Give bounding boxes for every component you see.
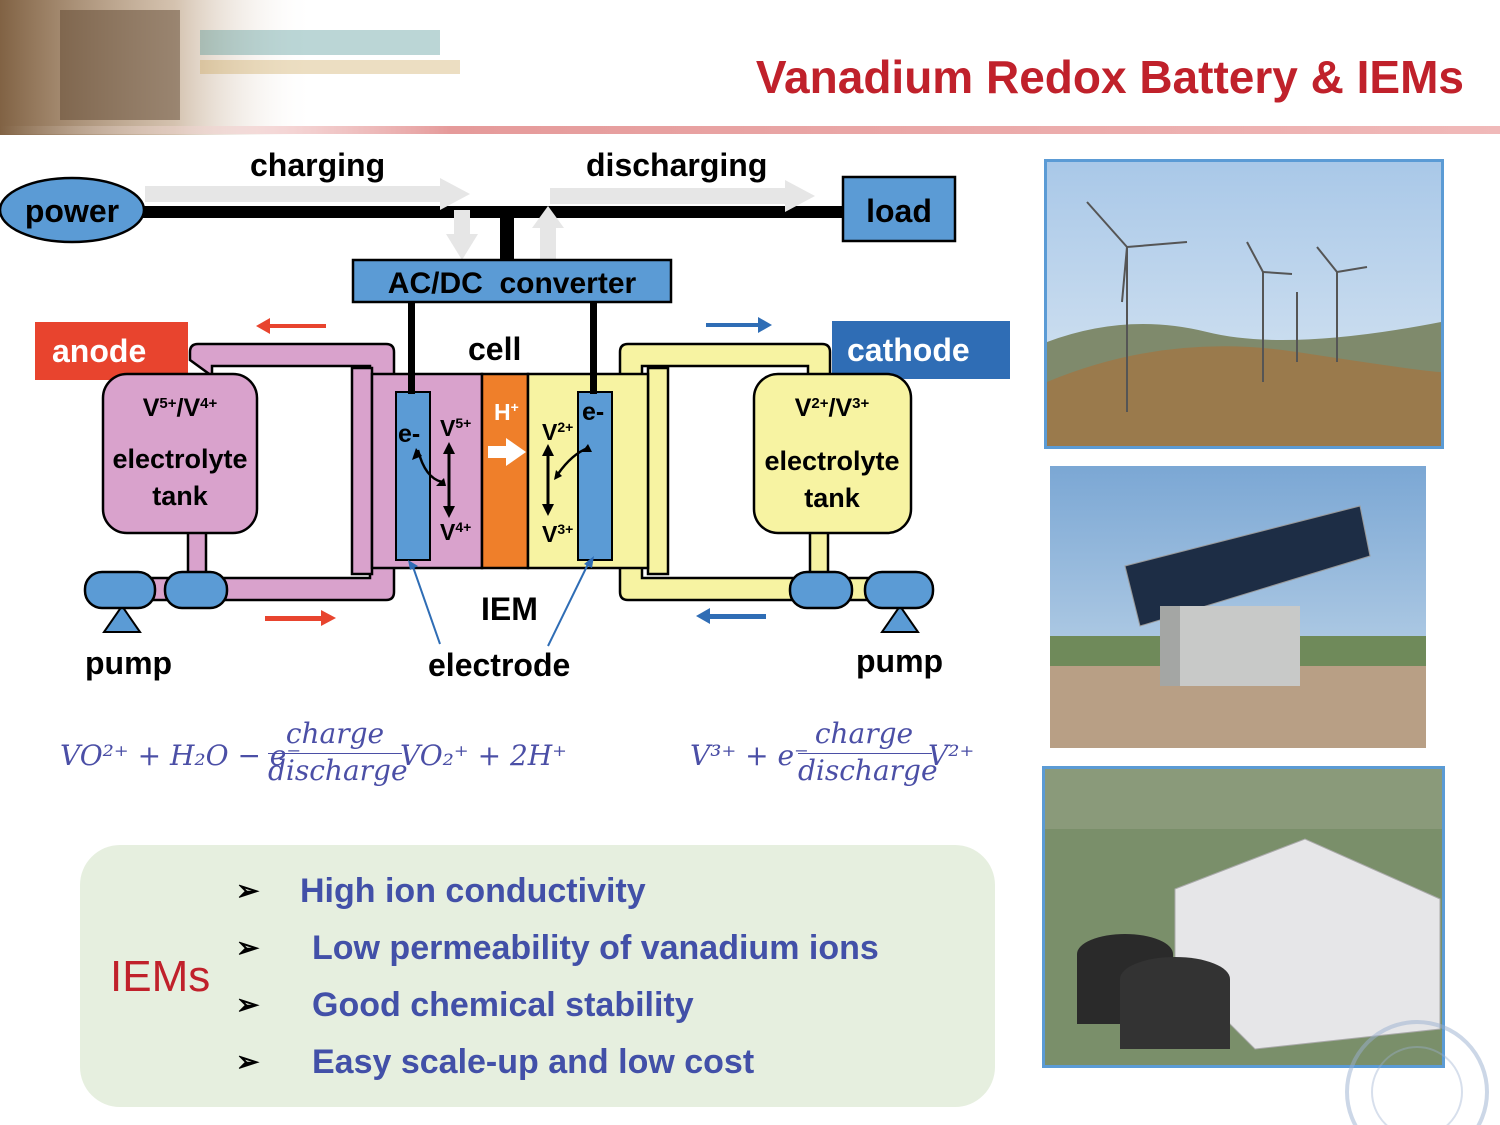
- bus-wire: [140, 206, 845, 218]
- load-label: load: [866, 193, 932, 229]
- converter-label: AC/DC converter: [388, 267, 637, 300]
- iem-label: IEM: [481, 591, 538, 627]
- anode-label-box: [35, 322, 188, 380]
- wind-turbines-illustration: [1047, 162, 1441, 446]
- arrowhead-bullet-icon: ➢: [236, 875, 260, 906]
- anode-reaction-arrow-icon: [443, 442, 455, 518]
- cell-h: H+: [494, 399, 519, 425]
- cell-frame-left: [350, 366, 374, 576]
- equation-left-rhs: VO₂⁺ + 2H⁺: [400, 739, 567, 772]
- equation-right-rhs: V²⁺: [928, 739, 975, 772]
- charging-label: charging: [250, 147, 385, 183]
- arrowhead-bullet-icon: ➢: [236, 932, 260, 963]
- discharging-label: discharging: [586, 147, 767, 183]
- pump-left-label: pump: [85, 645, 172, 681]
- arrowhead-bullet-icon: ➢: [236, 1046, 260, 1077]
- cell-v4: V4+: [440, 519, 471, 545]
- load-box: [841, 175, 957, 243]
- cell-e-right: e-: [582, 398, 604, 426]
- cathode-flow-arrow-bottom: [696, 608, 766, 624]
- cathode-flow-arrow-top: [706, 317, 772, 333]
- cathode-tank-ions: V2+/V3+: [795, 394, 870, 422]
- charging-arrow: [145, 178, 478, 260]
- equation-right-lhs: V³⁺ + e⁻: [690, 739, 809, 772]
- proton-arrow-icon: [488, 438, 526, 466]
- cathode-tank-line2: electrolyte: [764, 446, 899, 476]
- cell-e-left: e-: [398, 420, 420, 448]
- pump-left-icon: [83, 570, 229, 633]
- anode-tank-line2: electrolyte: [112, 444, 247, 474]
- converter-wire-right: [590, 302, 597, 394]
- electrode-label: electrode: [428, 647, 570, 683]
- cell-frame-right: [646, 366, 670, 576]
- arrowhead-bullet-icon: ➢: [236, 989, 260, 1020]
- power-source: [0, 176, 146, 244]
- solar-panel-illustration: [1050, 466, 1426, 748]
- discharging-arrow: [532, 180, 815, 260]
- power-label: power: [25, 193, 119, 229]
- storage-plant-illustration: [1045, 769, 1442, 1065]
- anode-label: anode: [52, 333, 146, 369]
- cathode-pipe-loop: [618, 342, 872, 602]
- solar-panel-array-photo: [1050, 466, 1426, 748]
- iem-requirements-panel: [80, 845, 995, 1107]
- cathode-reaction-arrow-icon: [542, 444, 554, 516]
- header-banner: [0, 0, 1500, 135]
- equation-left: VO²⁺ + H₂O − e⁻ charge discharge VO₂⁺ + …: [60, 717, 580, 795]
- electrode-pointer-right: [547, 559, 591, 647]
- header-decoration: [0, 0, 1500, 135]
- equation-left-charge: charge: [285, 717, 385, 750]
- iem-bullet-3: Good chemical stability: [312, 986, 694, 1024]
- anode-tank: [101, 372, 259, 535]
- pump-right-icon: [788, 570, 935, 633]
- iem-bullet-2: Low permeability of vanadium ions: [312, 929, 879, 967]
- cathode-tank: [752, 372, 913, 535]
- acdc-converter-box: [351, 258, 673, 304]
- anode-tank-ions: V5+/V4+: [143, 394, 218, 422]
- cell-label: cell: [468, 331, 521, 367]
- anode-pipe-loop: [148, 342, 396, 602]
- ion-exchange-membrane: [480, 372, 530, 570]
- cell-v3: V3+: [542, 521, 573, 547]
- pump-right-label: pump: [856, 643, 943, 679]
- vrb-schematic: power load charging discharging AC/DC co…: [0, 147, 1010, 683]
- equation-right: V³⁺ + e⁻ charge discharge V²⁺: [690, 717, 990, 795]
- anode-flow-arrow-bottom: [265, 610, 336, 626]
- equation-left-lhs: VO²⁺ + H₂O − e⁻: [60, 739, 302, 772]
- iems-label: IEMs: [110, 952, 211, 1001]
- cell-v5: V5+: [440, 415, 471, 441]
- equation-left-discharge: discharge: [268, 753, 408, 787]
- iem-bullet-4: Easy scale-up and low cost: [312, 1043, 755, 1081]
- electrode-left: [395, 391, 431, 561]
- group-logo-watermark: [1345, 1020, 1489, 1125]
- converter-wire-left: [408, 302, 415, 394]
- cell-v2: V2+: [542, 419, 573, 445]
- bus-to-converter-wire: [500, 210, 514, 262]
- electrode-pointer-left: [411, 563, 441, 645]
- equation-right-discharge: discharge: [798, 753, 938, 787]
- battery-storage-plant-photo: [1042, 766, 1445, 1068]
- cathode-label: cathode: [847, 332, 970, 368]
- cathode-tank-line3: tank: [804, 483, 861, 513]
- cathode-label-box: [832, 321, 1010, 379]
- anode-tank-line3: tank: [152, 481, 209, 511]
- iem-bullet-1: High ion conductivity: [300, 872, 646, 910]
- anode-flow-arrow-top: [256, 318, 326, 334]
- page-title: Vanadium Redox Battery & IEMs: [755, 51, 1464, 103]
- wind-turbines-photo: [1044, 159, 1444, 449]
- equation-right-charge: charge: [814, 717, 914, 750]
